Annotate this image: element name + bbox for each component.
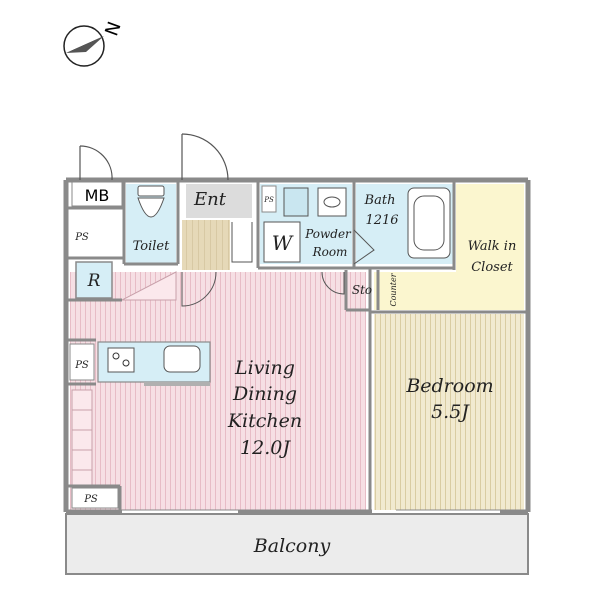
ldk-label-line4: 12.0J xyxy=(240,437,291,459)
bath-label-line1: Bath xyxy=(364,193,396,208)
ps-top-label: PS xyxy=(74,232,89,243)
compass-icon: N xyxy=(63,19,126,67)
hallway-ramp xyxy=(121,271,177,301)
ps-bottom-box xyxy=(71,487,119,509)
storage-label: Sto xyxy=(352,283,372,297)
inner-doors xyxy=(181,222,375,307)
entrance-door xyxy=(79,133,229,181)
closet-corridor-floor xyxy=(374,272,524,310)
shelf-icon xyxy=(283,187,309,217)
refrigerator-space xyxy=(75,261,113,299)
mb-label: MB xyxy=(85,186,110,205)
washer-label: W xyxy=(272,231,294,255)
sink-icon xyxy=(163,345,201,373)
exterior-walls xyxy=(63,177,531,515)
powder-room-label-line1: Powder xyxy=(304,227,352,241)
entrance-step xyxy=(186,184,252,218)
toilet-label: Toilet xyxy=(133,239,170,254)
bedroom-label-line2: 5.5J xyxy=(431,401,470,423)
counter-label: Counter xyxy=(389,272,398,306)
ldk-label-line1: Living xyxy=(234,357,295,379)
ps-small-box xyxy=(261,185,277,213)
toilet-tank-icon xyxy=(137,185,165,197)
balcony-windows xyxy=(122,509,500,515)
ldk-floor xyxy=(70,272,366,510)
ldk-storage xyxy=(71,389,93,491)
bath-label-line2: 1216 xyxy=(365,213,398,228)
mb-box xyxy=(71,181,123,207)
washbasin-icon xyxy=(317,187,347,217)
ldk-label-line2: Dining xyxy=(232,383,297,405)
washer-space xyxy=(263,221,301,263)
refrigerator-label: R xyxy=(87,271,101,291)
ps-mid-box xyxy=(69,343,95,381)
ps-bottom-label: PS xyxy=(83,494,98,505)
balcony-label: Balcony xyxy=(253,535,331,557)
powder-room-label-line2: Room xyxy=(312,245,348,259)
walk-in-closet-label-line2: Closet xyxy=(471,260,513,275)
entrance-label: Ent xyxy=(193,189,227,210)
stove-icon xyxy=(107,347,135,373)
bedroom-floor xyxy=(374,314,524,510)
bathtub-icon xyxy=(407,187,451,259)
ldk-label-line3: Kitchen xyxy=(227,410,302,432)
walk-in-closet-label-line1: Walk in xyxy=(468,239,517,254)
bedroom-label-line1: Bedroom xyxy=(405,375,493,397)
walk-in-closet-floor xyxy=(456,184,524,278)
compass-north-label: N xyxy=(101,19,125,39)
interior-walls xyxy=(66,182,526,512)
ps-mid-label: PS xyxy=(74,360,89,371)
balcony-area xyxy=(65,513,529,575)
toilet-floor xyxy=(126,184,176,264)
toilet-bowl-icon xyxy=(137,197,165,218)
entrance-floor xyxy=(182,220,230,270)
ps-small-label: PS xyxy=(263,196,274,204)
ps-top-box xyxy=(72,212,122,256)
